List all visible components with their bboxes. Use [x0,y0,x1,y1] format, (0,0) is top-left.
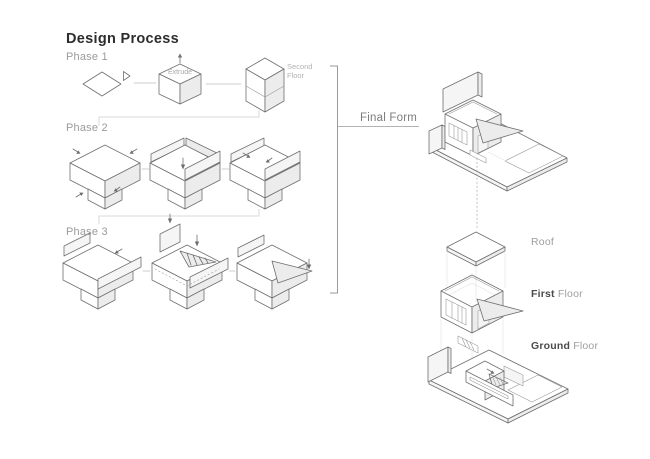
roof-label: Roof [531,236,554,248]
raised-wall [184,150,221,181]
tall-fin-wall [159,223,181,253]
two-storey-box [245,57,285,113]
down-arrow-icon [180,157,186,170]
phase3-drawing [62,213,313,310]
down-arrow-icon [114,248,123,254]
step-arrow-icon [123,71,131,81]
second-floor-label: Second Floor [287,62,313,80]
extrude-cube [158,53,202,105]
projection-lines-roof [446,251,506,302]
phases-bracket [330,65,338,294]
exploded-ground-floor [427,346,569,424]
section-dotted-line [154,268,220,287]
phase1-to-phase2-connector [98,110,260,126]
courtyard-outline [504,143,564,174]
ground-floor-label-light: Floor [570,340,599,352]
stair-element [486,368,509,389]
courtyard-outline [507,374,563,403]
canopy-triangle [475,118,524,144]
phase-1-label: Phase 1 [66,51,108,63]
window-band [445,298,467,326]
phase2-mass-2 [149,137,221,210]
wing-wall [97,256,142,290]
west-fin-wall [427,346,452,383]
hatched-ramp [179,250,217,268]
entry-step [469,149,487,164]
window-band [448,122,468,146]
phase-3-label: Phase 3 [66,226,108,238]
first-floor-label-bold: First [531,288,555,300]
stair-element [457,335,479,354]
roof-label-text: Roof [531,236,554,248]
final-form-label: Final Form [360,112,417,124]
first-floor-label: First Floor [531,288,583,300]
exploded-first-floor [440,274,524,354]
window-slot [469,376,509,400]
push-pull-arrow-icons [242,152,273,163]
ground-floor-label: Ground Floor [531,340,598,352]
long-window-wall [465,370,514,407]
down-arrow-icon [194,234,200,247]
raised-wall [264,150,301,181]
phase3-mass-1 [62,232,142,310]
canopy-triangle [476,298,524,322]
push-pull-arrow-icons [72,148,138,198]
back-fin-wall [442,71,483,113]
phase2-drawing [69,137,301,210]
site-diamond-shape [82,71,122,97]
phase2-mass-3 [229,137,301,210]
west-fin-wall [428,124,446,155]
phase2-mass-1 [69,144,141,210]
down-arrow-icon [306,258,312,270]
extrude-label: Extrude [167,69,193,76]
phase1-drawing [82,53,285,113]
canopy-triangle [271,260,313,284]
page-title: Design Process [66,31,179,47]
final-form-building [428,71,568,192]
first-floor-label-light: Floor [554,288,583,300]
wing-wall [189,257,229,289]
ground-floor-label-bold: Ground [531,340,571,352]
phase2-to-phase3-connector [98,209,260,224]
exploded-roof-slab [446,231,506,267]
floor-division-line [245,85,285,98]
phase3-mass-2 [151,213,229,310]
phase3-mass-3 [236,234,313,310]
phase-2-label: Phase 2 [66,122,108,134]
